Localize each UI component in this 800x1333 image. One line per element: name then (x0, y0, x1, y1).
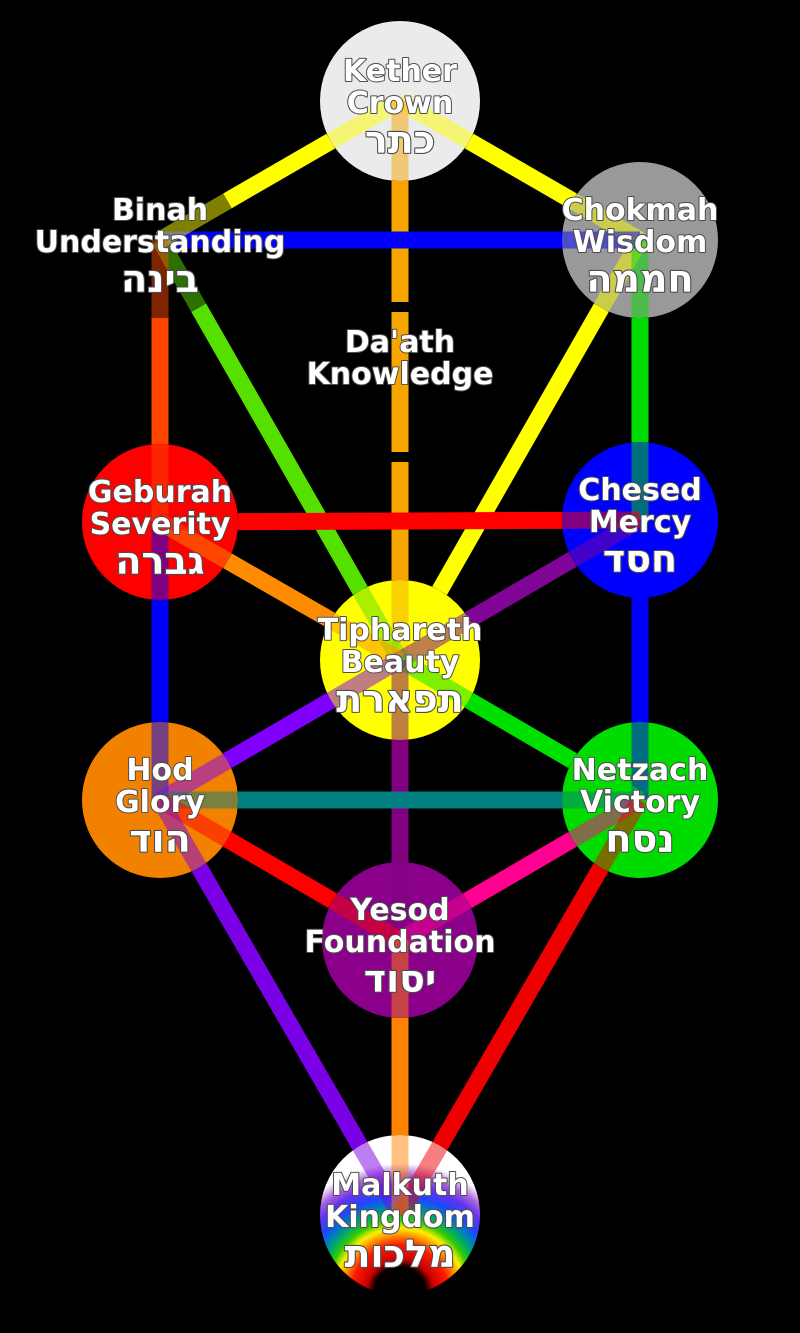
path-tiphareth-netzach (464, 692, 577, 769)
path-kether-chokmah (464, 133, 577, 209)
label-hod-translation: Glory (115, 785, 205, 820)
path-stub-yesod-netzach (395, 893, 472, 948)
label-geburah-hebrew: גברה (115, 539, 204, 583)
path-stub-hod-malkuth (152, 795, 207, 872)
path-chesed-geburah (237, 511, 563, 531)
label-yesod-translation: Foundation (305, 925, 496, 960)
path-stub-tiphareth-chesed (395, 612, 474, 668)
path-stub-tiphareth-netzach (395, 652, 474, 708)
label-daath-name: Da'ath (345, 325, 455, 360)
label-chokmah-hebrew: חממה (586, 257, 693, 301)
label-tiphareth-hebrew: תפארת (336, 677, 463, 721)
path-stub-kether-chokmah (395, 93, 474, 149)
path-hod-yesod (223, 831, 337, 909)
label-chesed-hebrew: חסד (603, 537, 677, 581)
label-yesod-name: Yesod (349, 893, 449, 928)
path-stub-yesod-hod (328, 893, 405, 948)
label-daath-translation: Knowledge (307, 357, 494, 392)
label-geburah-translation: Severity (90, 507, 231, 542)
path-hod-malkuth (191, 863, 368, 1151)
path-stub-binah-kether (155, 193, 232, 248)
label-malkuth-hebrew: מלכות (344, 1232, 455, 1276)
path-stub-netzach-malkuth (593, 795, 648, 872)
label-chesed-name: Chesed (578, 473, 701, 508)
layer-stubs (151, 93, 649, 1220)
label-chesed-translation: Mercy (589, 505, 692, 540)
path-netzach-yesod (463, 831, 577, 909)
path-netzach-malkuth (432, 863, 609, 1151)
label-hod-hebrew: הוד (129, 817, 191, 861)
path-chokmah-tiphareth (432, 303, 609, 595)
label-kether-hebrew: כתר (365, 118, 435, 162)
layer-circles (82, 21, 718, 1295)
path-chesed-tiphareth (464, 551, 577, 628)
label-tiphareth-name: Tiphareth (318, 613, 483, 648)
path-kether-binah (223, 133, 336, 209)
label-chokmah-name: Chokmah (562, 193, 719, 228)
label-tiphareth-translation: Beauty (341, 645, 460, 680)
label-geburah-name: Geburah (88, 475, 232, 510)
label-malkuth-translation: Kingdom (325, 1200, 475, 1235)
label-yesod-hebrew: יסוד (364, 957, 436, 1001)
path-tiphareth-hod (223, 692, 336, 769)
label-malkuth-name: Malkuth (331, 1168, 468, 1203)
label-chokmah-translation: Wisdom (573, 225, 708, 260)
daath-dash-2 (388, 452, 412, 462)
label-netzach-name: Netzach (572, 753, 709, 788)
label-kether-translation: Crown (347, 86, 454, 121)
layer-daath-marks (388, 302, 412, 462)
path-stub-kether-binah (326, 93, 405, 149)
path-stub-tiphareth-hod (326, 652, 405, 708)
path-binah-tiphareth (191, 303, 368, 595)
label-hod-name: Hod (126, 753, 193, 788)
path-stub-tiphareth-geburah (326, 612, 405, 668)
daath-dash-1 (388, 302, 412, 312)
label-binah-name: Binah (112, 193, 208, 228)
label-binah-hebrew: בינה (121, 257, 199, 301)
label-netzach-hebrew: נסח (605, 817, 674, 861)
label-netzach-translation: Victory (580, 785, 701, 820)
label-kether-name: Kether (343, 54, 457, 89)
path-geburah-tiphareth (223, 553, 335, 628)
label-binah-translation: Understanding (35, 225, 286, 260)
